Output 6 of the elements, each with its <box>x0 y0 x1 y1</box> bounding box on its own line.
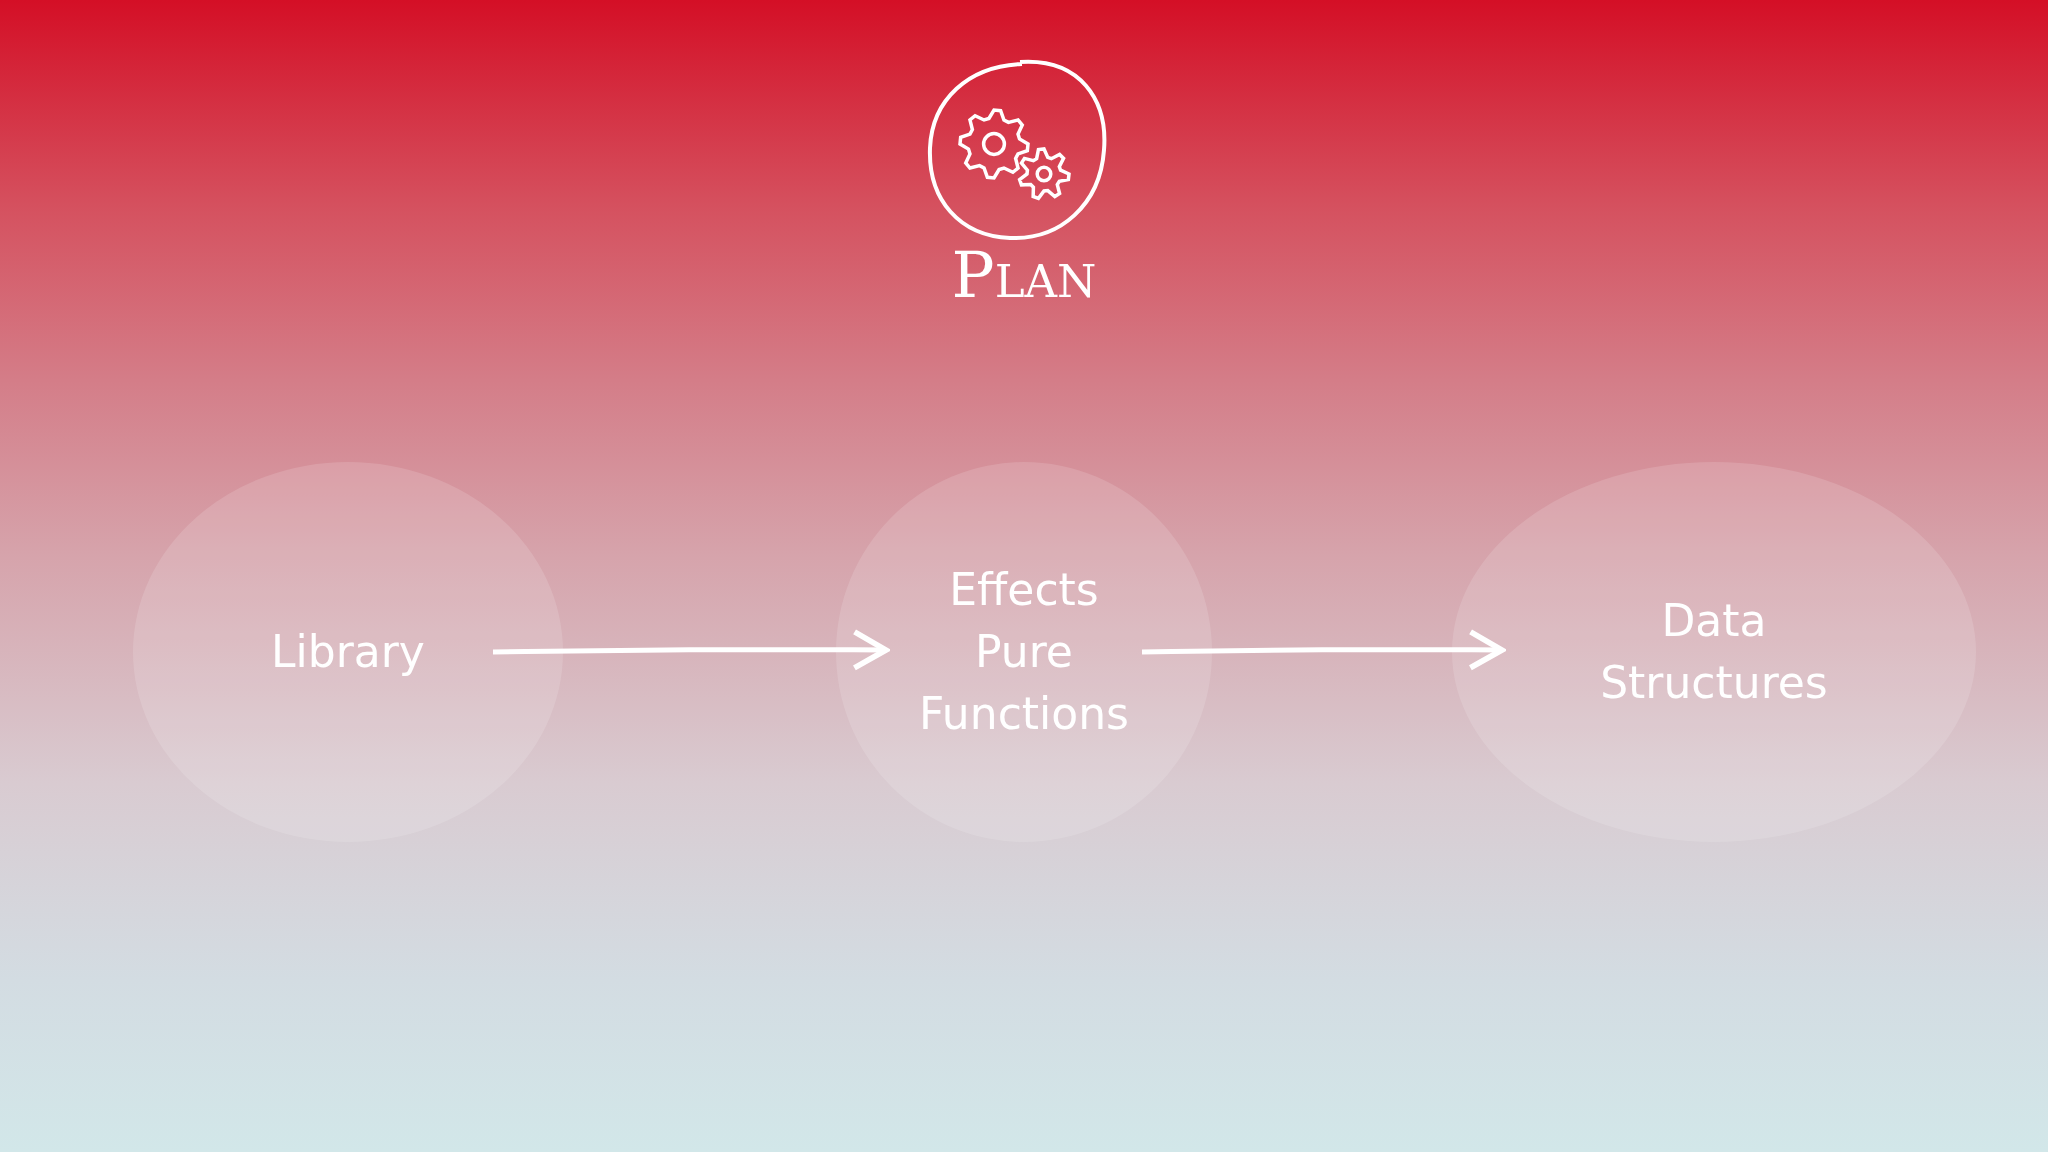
arrow <box>1141 629 1505 671</box>
arrow <box>492 629 889 671</box>
node-label: Library <box>271 625 425 679</box>
node-label: Data Structures <box>1600 594 1828 710</box>
node-label: Effects Pure Functions <box>918 563 1130 741</box>
diagram-title: Plan <box>951 238 1097 312</box>
